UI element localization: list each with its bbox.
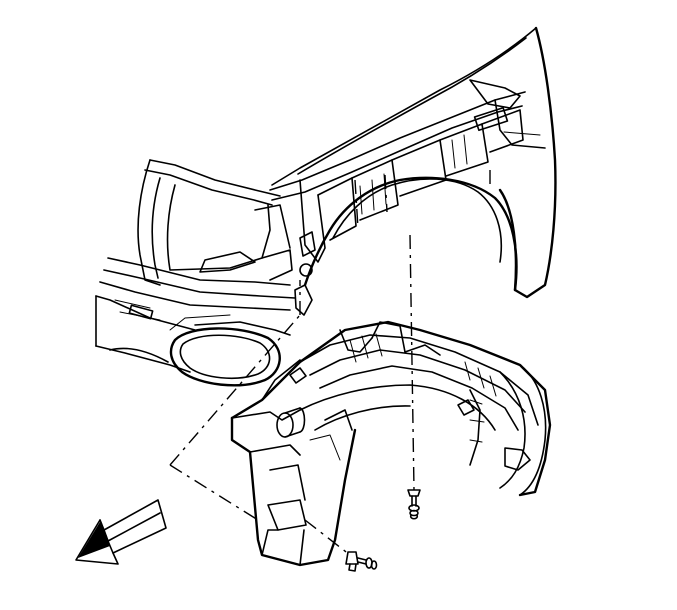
locator-lines <box>169 170 491 556</box>
push-pin-fastener <box>345 551 378 572</box>
wheelhouse-liner <box>230 320 552 567</box>
fender-panel <box>269 26 557 316</box>
push-pin-fastener <box>407 489 421 520</box>
radiator-support-frame <box>95 159 296 387</box>
front-direction-arrow <box>75 499 167 565</box>
